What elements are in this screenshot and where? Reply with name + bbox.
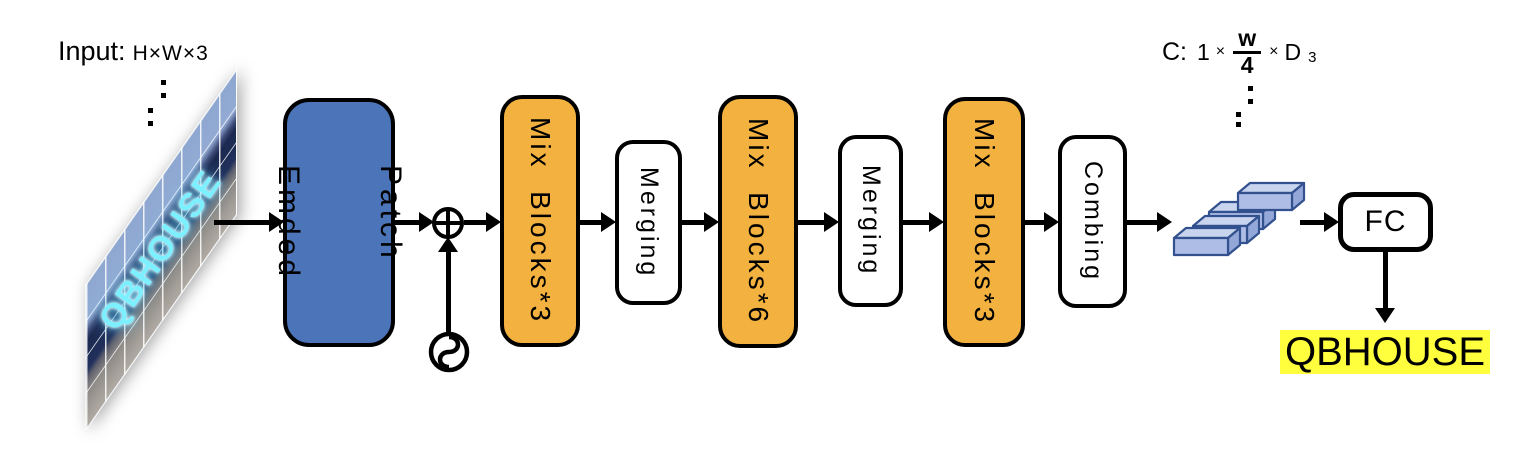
patch-embed-block: Patch Emded: [272, 98, 407, 347]
ellipsis-dot: [161, 93, 166, 98]
merging-1-label: Merging: [635, 166, 663, 279]
mix-blocks-1-block: Mix Blocks*3: [500, 95, 580, 347]
fc-label: FC: [1364, 205, 1407, 238]
ellipsis-dot: [148, 108, 153, 113]
feature-map-bar: [1236, 181, 1306, 212]
formula-fraction: w 4: [1233, 25, 1262, 78]
ellipsis-dot: [161, 80, 166, 85]
fraction-bar: [1233, 50, 1262, 54]
formula-times1: ×: [1215, 43, 1226, 61]
formula-denominator: 4: [1240, 51, 1254, 78]
merging-2-block: Merging: [838, 135, 903, 307]
output-text: QBHOUSE: [1280, 330, 1490, 374]
patch-embed-line1: Patch: [374, 164, 407, 262]
merging-2-label: Merging: [857, 165, 885, 277]
input-caption: Input: H×W×3: [58, 36, 209, 67]
mix-blocks-1-label: Mix Blocks*3: [525, 117, 556, 325]
ellipsis-dot: [1248, 86, 1253, 91]
patch-embed-line2: Emded: [272, 164, 305, 281]
formula-numerator: w: [1238, 25, 1257, 51]
combing-label: Combing: [1079, 160, 1107, 283]
mix-blocks-2-block: Mix Blocks*6: [718, 95, 798, 348]
input-dims: H×W×3: [132, 42, 209, 65]
formula-coef: 1: [1197, 38, 1210, 65]
fc-block: FC: [1338, 192, 1433, 252]
formula-dim: D: [1284, 38, 1302, 65]
combing-block: Combing: [1058, 135, 1127, 308]
formula-times2: ×: [1269, 43, 1279, 61]
ellipsis-dot: [1236, 112, 1241, 117]
feature-dims-formula: C: 1 × w 4 × D 3: [1162, 25, 1317, 78]
formula-c: C:: [1162, 37, 1187, 66]
mix-blocks-3-block: Mix Blocks*3: [943, 97, 1025, 347]
patch-embed-label: Patch Emded: [203, 165, 475, 280]
formula-dim-subscript: 3: [1308, 48, 1317, 66]
ellipsis-dot: [148, 121, 153, 126]
input-label: Input:: [58, 36, 126, 66]
feature-map-bar: [1172, 226, 1242, 257]
mix-blocks-2-label: Mix Blocks*6: [743, 117, 774, 326]
positional-encoding-icon: [428, 331, 470, 373]
mix-blocks-3-label: Mix Blocks*3: [969, 118, 1000, 326]
ellipsis-dot: [1248, 99, 1253, 104]
ellipsis-dot: [1236, 122, 1241, 127]
merging-1-block: Merging: [615, 140, 682, 305]
